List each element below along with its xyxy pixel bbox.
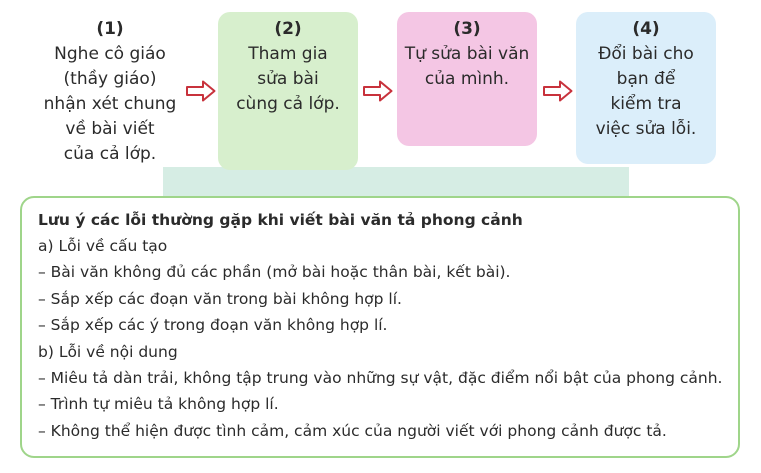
step-3-text: Tự sửa bài văn của mình. bbox=[404, 44, 530, 89]
right-arrow-icon bbox=[543, 80, 573, 102]
step-2-number: (2) bbox=[274, 19, 302, 39]
background-band bbox=[163, 167, 629, 197]
section-a-item: – Bài văn không đủ các phần (mở bài hoặc… bbox=[38, 263, 511, 282]
step-1-number: (1) bbox=[96, 19, 124, 39]
section-a-item: – Sắp xếp các đoạn văn trong bài không h… bbox=[38, 289, 402, 308]
step-4-number: (4) bbox=[632, 19, 660, 39]
section-a-item: – Sắp xếp các ý trong đoạn văn không hợp… bbox=[38, 316, 388, 335]
step-2-text: Tham gia sửa bài cùng cả lớp. bbox=[236, 44, 340, 114]
note-box: Lưu ý các lỗi thường gặp khi viết bài vă… bbox=[20, 196, 740, 458]
step-3-number: (3) bbox=[453, 19, 481, 39]
step-1-text: Nghe cô giáo (thầy giáo) nhận xét chung … bbox=[43, 44, 177, 164]
section-b-item: – Miêu tả dàn trải, không tập trung vào … bbox=[38, 369, 723, 388]
step-2-box: (2) Tham gia sửa bài cùng cả lớp. bbox=[218, 12, 358, 170]
right-arrow-icon bbox=[186, 80, 216, 102]
step-4-box: (4) Đổi bài cho bạn để kiểm tra việc sửa… bbox=[576, 12, 716, 164]
step-1-box: (1) Nghe cô giáo (thầy giáo) nhận xét ch… bbox=[36, 12, 184, 172]
section-b-heading: b) Lỗi về nội dung bbox=[38, 342, 178, 361]
section-b-item: – Không thể hiện được tình cảm, cảm xúc … bbox=[38, 421, 667, 440]
step-3-box: (3) Tự sửa bài văn của mình. bbox=[397, 12, 537, 146]
section-b-item: – Trình tự miêu tả không hợp lí. bbox=[38, 395, 279, 414]
note-title: Lưu ý các lỗi thường gặp khi viết bài vă… bbox=[38, 211, 523, 229]
right-arrow-icon bbox=[363, 80, 393, 102]
step-4-text: Đổi bài cho bạn để kiểm tra việc sửa lỗi… bbox=[595, 44, 697, 139]
section-a-heading: a) Lỗi về cấu tạo bbox=[38, 237, 168, 255]
